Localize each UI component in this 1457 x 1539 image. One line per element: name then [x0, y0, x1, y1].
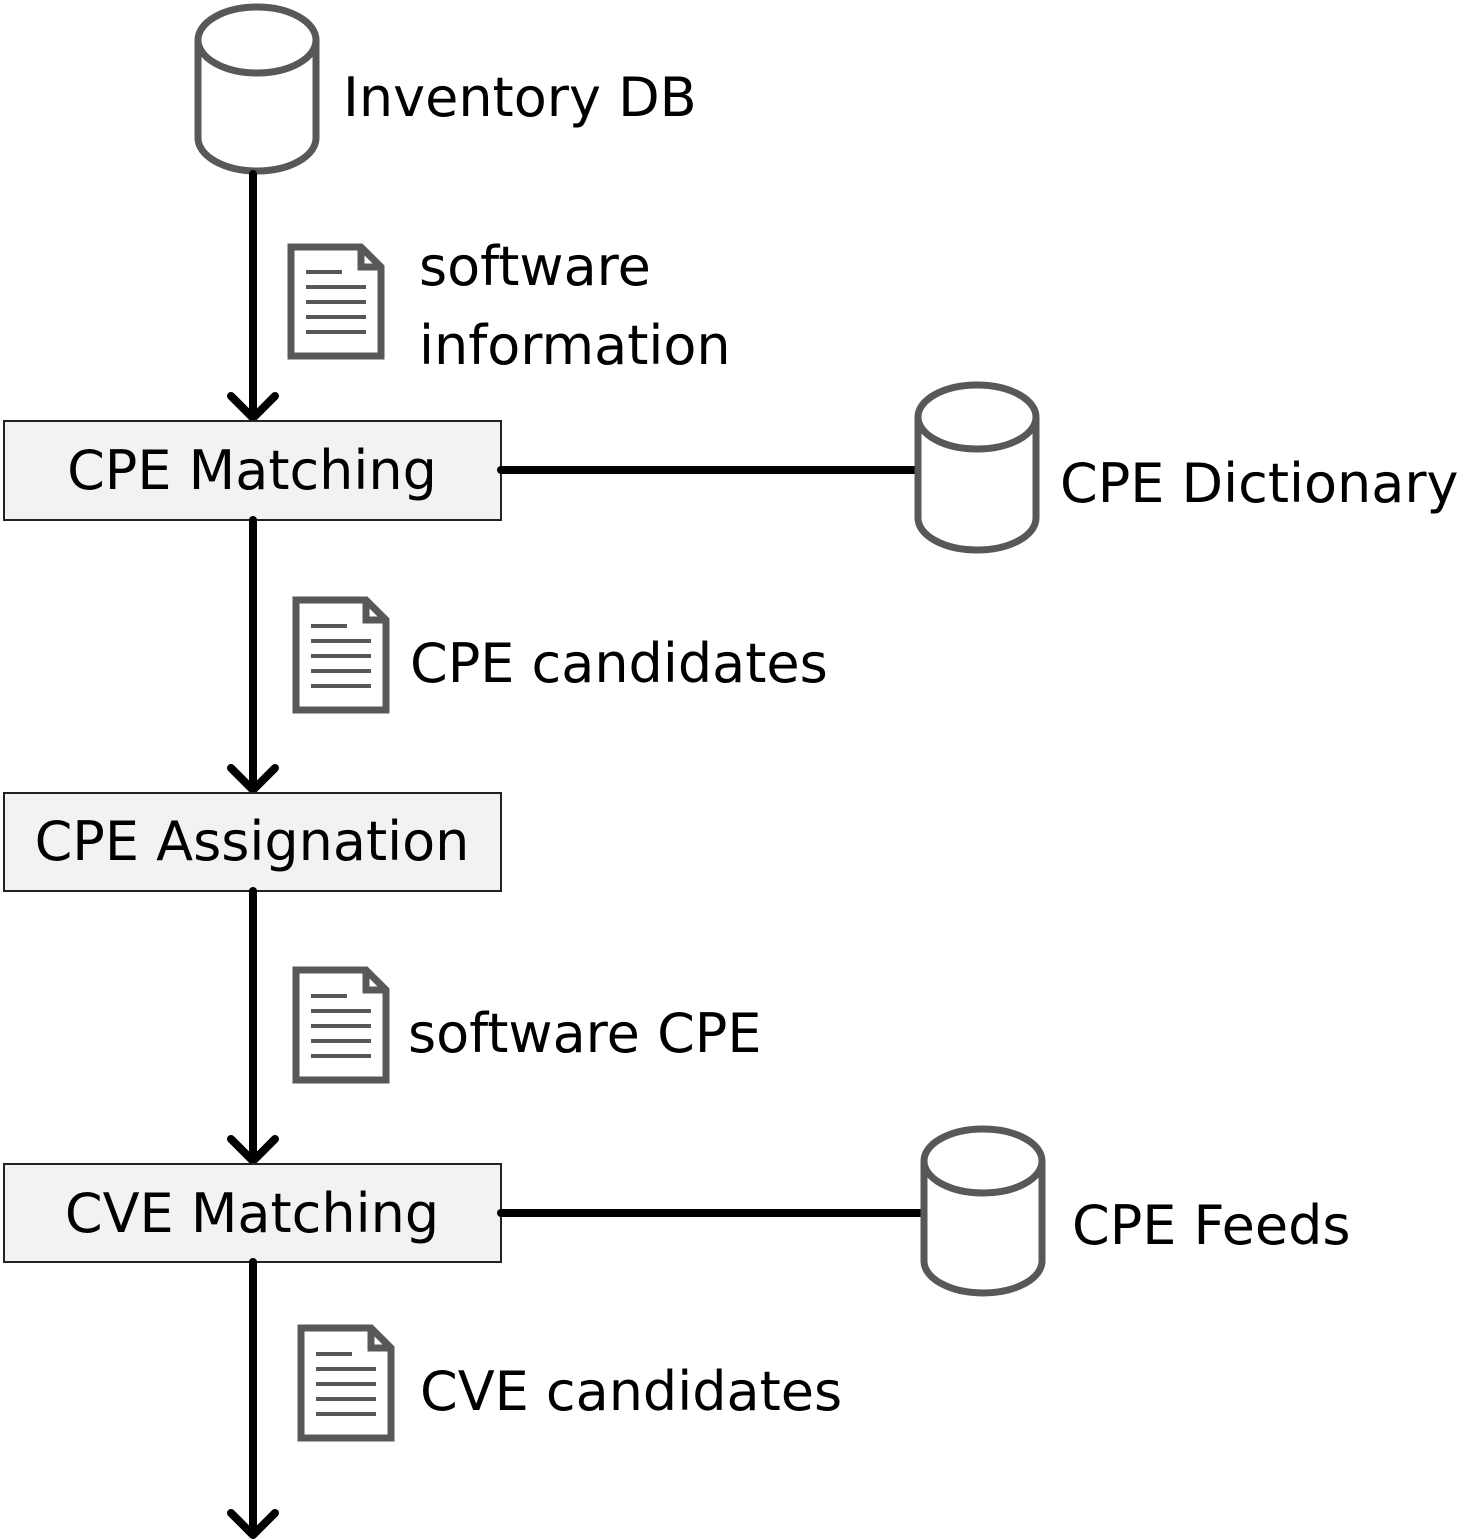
- arrowhead-output: [227, 1509, 279, 1539]
- software-cpe-label: software CPE: [408, 1002, 761, 1065]
- cpe-dictionary-label: CPE Dictionary: [1060, 452, 1457, 515]
- cpe-feeds-label: CPE Feeds: [1072, 1194, 1351, 1257]
- software-information-label-line2: information: [419, 314, 731, 377]
- arrowhead-cpe-matching: [227, 392, 279, 422]
- cve-candidates-label: CVE candidates: [420, 1360, 842, 1423]
- software-information-document-icon: [287, 243, 385, 360]
- arrowhead-cpe-assignation: [227, 764, 279, 794]
- cpe-assignation-process: CPE Assignation: [3, 792, 502, 892]
- cpe-candidates-document-icon: [292, 596, 390, 714]
- cpe-assignation-label: CPE Assignation: [35, 810, 470, 873]
- cpe-matching-process: CPE Matching: [3, 420, 502, 521]
- cve-matching-label: CVE Matching: [65, 1182, 439, 1245]
- arrowhead-cve-matching: [227, 1135, 279, 1165]
- software-information-label-line1: software: [419, 235, 651, 298]
- cve-candidates-document-icon: [297, 1324, 395, 1442]
- cve-matching-process: CVE Matching: [3, 1163, 502, 1263]
- cpe-dictionary-db-icon: [914, 381, 1040, 554]
- cpe-matching-label: CPE Matching: [67, 439, 437, 502]
- software-cpe-document-icon: [292, 966, 390, 1084]
- cpe-feeds-db-icon: [920, 1125, 1046, 1297]
- inventory-db-icon: [194, 3, 320, 175]
- cpe-candidates-label: CPE candidates: [410, 632, 828, 695]
- inventory-db-label: Inventory DB: [343, 66, 697, 129]
